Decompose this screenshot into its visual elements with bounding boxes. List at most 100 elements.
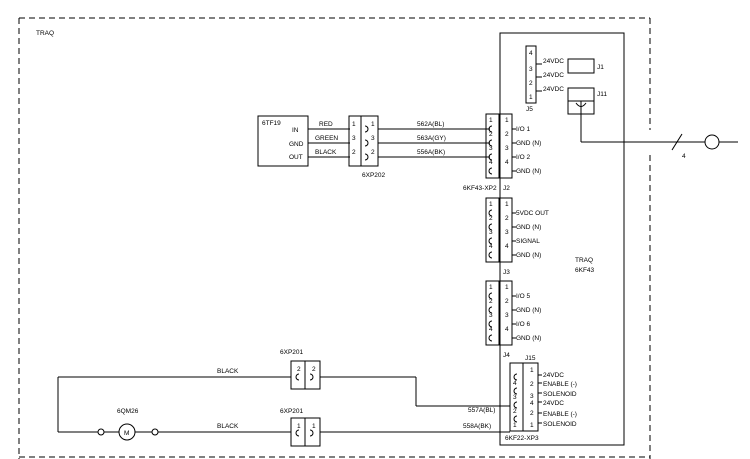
- connector-6xp201-top: 6XP201 2 2 BLACK: [217, 349, 321, 390]
- pin-label: 1: [312, 423, 316, 430]
- pin-label: 4: [505, 243, 509, 250]
- j5-pin: 2: [529, 80, 533, 87]
- j11-name: J11: [597, 91, 607, 98]
- j5-label: 24VDC: [543, 86, 564, 93]
- j1-name: J1: [597, 64, 604, 71]
- connector-j15: J15 4 3 2 1 1 2 3 4 2 1 24VDC ENABLE (-)…: [505, 355, 577, 442]
- pin-function: I/O 6: [516, 321, 530, 328]
- pin-label: 2: [513, 408, 517, 415]
- module-box: [499, 32, 625, 446]
- pin-label: 1: [530, 422, 534, 429]
- pin-function: ENABLE (-): [543, 411, 577, 418]
- pin-function: ENABLE (-): [543, 381, 577, 388]
- pin-label: 4: [505, 159, 509, 166]
- sensor-6tf19: 6TF19 IN GND OUT: [257, 115, 309, 167]
- pin-label: 3: [489, 312, 493, 319]
- pin-label: 4: [513, 380, 517, 387]
- pin-function: I/O 2: [516, 154, 530, 161]
- wire-id: 562A(BL): [417, 121, 444, 128]
- pin-label: 2: [530, 410, 534, 417]
- connector-j5: 4 3 2 1 24VDC 24VDC 24VDC J5: [525, 45, 564, 113]
- pin-label: 1: [489, 201, 493, 208]
- j5-name: J5: [526, 106, 533, 113]
- pin-function: GND (N): [516, 252, 541, 259]
- pin-label: 2: [489, 298, 493, 305]
- pin-label: 1: [352, 121, 356, 128]
- pin-function: GND (N): [516, 307, 541, 314]
- pin-label: 2: [505, 215, 509, 222]
- connector-j1: J1: [567, 58, 604, 74]
- pin-label: 2: [352, 149, 356, 156]
- connector-j11: J11: [567, 87, 705, 143]
- pin-label: 3: [489, 229, 493, 236]
- pin-function: GND (N): [516, 335, 541, 342]
- pin-label: 4: [530, 400, 534, 407]
- wire-color: BLACK: [217, 368, 239, 375]
- module-name: TRAQ: [575, 257, 593, 264]
- connector-name: J4: [503, 352, 510, 359]
- pin-label: 3: [371, 135, 375, 142]
- wire-color: BLACK: [217, 423, 239, 430]
- connector-id: 6XP202: [362, 172, 386, 179]
- pin-label: 1: [513, 422, 517, 429]
- terminal-icon: [704, 134, 720, 150]
- connector-name: J15: [525, 355, 536, 362]
- wire-id: 563A(GY): [417, 135, 446, 142]
- pin-label: 3: [489, 145, 493, 152]
- j5-label: 24VDC: [543, 58, 564, 65]
- module-id: 6KF43: [575, 267, 595, 274]
- j5-pin: 1: [529, 94, 533, 101]
- wire-color: BLACK: [315, 149, 337, 156]
- wire-id: 558A(BK): [463, 423, 491, 430]
- sensor-id: 6TF19: [262, 120, 281, 127]
- pin-function: GND (N): [516, 224, 541, 231]
- pin-function: I/O 5: [516, 293, 530, 300]
- cable-4: 4: [671, 133, 738, 160]
- pin-function: I/O 1: [516, 126, 530, 133]
- pin-function: GND (N): [516, 168, 541, 175]
- pin-label: 4: [489, 159, 493, 166]
- pin-function: 24VDC: [543, 372, 564, 379]
- connector-j3: 1 2 3 4 1 2 3 4 5VDC OUT GND (N) SIGNAL …: [485, 197, 549, 276]
- pin-label: 1: [371, 121, 375, 128]
- pin-label: 3: [505, 229, 509, 236]
- connector-name: J2: [503, 185, 510, 192]
- connector-id: 6KF22-XP3: [505, 435, 539, 442]
- sensor-pin: IN: [292, 127, 299, 134]
- connector-id: 6XP201: [280, 349, 304, 356]
- pin-label: 1: [489, 117, 493, 124]
- wire-id: 557A(BL): [468, 407, 495, 414]
- pin-label: 1: [297, 423, 301, 430]
- pin-function: SOLENOID: [543, 421, 577, 428]
- pin-label: 3: [505, 312, 509, 319]
- pin-label: 3: [352, 135, 356, 142]
- pin-function: SIGNAL: [516, 238, 540, 245]
- pin-function: GND (N): [516, 140, 541, 147]
- pin-label: 3: [505, 145, 509, 152]
- sensor-pin: OUT: [289, 154, 303, 161]
- pin-label: 2: [371, 149, 375, 156]
- j5-housing: [525, 45, 537, 104]
- pin-label: 1: [505, 201, 509, 208]
- pin-label: 2: [505, 131, 509, 138]
- pin-label: 2: [530, 381, 534, 388]
- connector-j4: 1 2 3 4 1 2 3 4 I/O 5 GND (N) I/O 6 GND …: [485, 280, 541, 359]
- pin-label: 1: [489, 284, 493, 291]
- cable-count: 4: [682, 153, 686, 160]
- connector-id: 6KF43-XP2: [463, 185, 497, 192]
- pin-function: 5VDC OUT: [516, 210, 549, 217]
- wire-color: GREEN: [315, 135, 338, 142]
- frame-label: TRAQ: [36, 30, 54, 37]
- pin-label: 1: [530, 367, 534, 374]
- connector-6xp201-bottom: 6XP201 1 1 BLACK: [217, 408, 321, 447]
- j5-pin: 4: [529, 50, 533, 57]
- connector-6xp202: 1 3 2 1 3 2 6XP202: [348, 115, 386, 179]
- pin-label: 4: [505, 326, 509, 333]
- pin-label: 1: [505, 117, 509, 124]
- pin-label: 4: [489, 326, 493, 333]
- pin-function: SOLENOID: [543, 391, 577, 398]
- wire-color: RED: [319, 121, 333, 128]
- pin-label: 4: [489, 243, 493, 250]
- sensor-pin: GND: [289, 141, 304, 148]
